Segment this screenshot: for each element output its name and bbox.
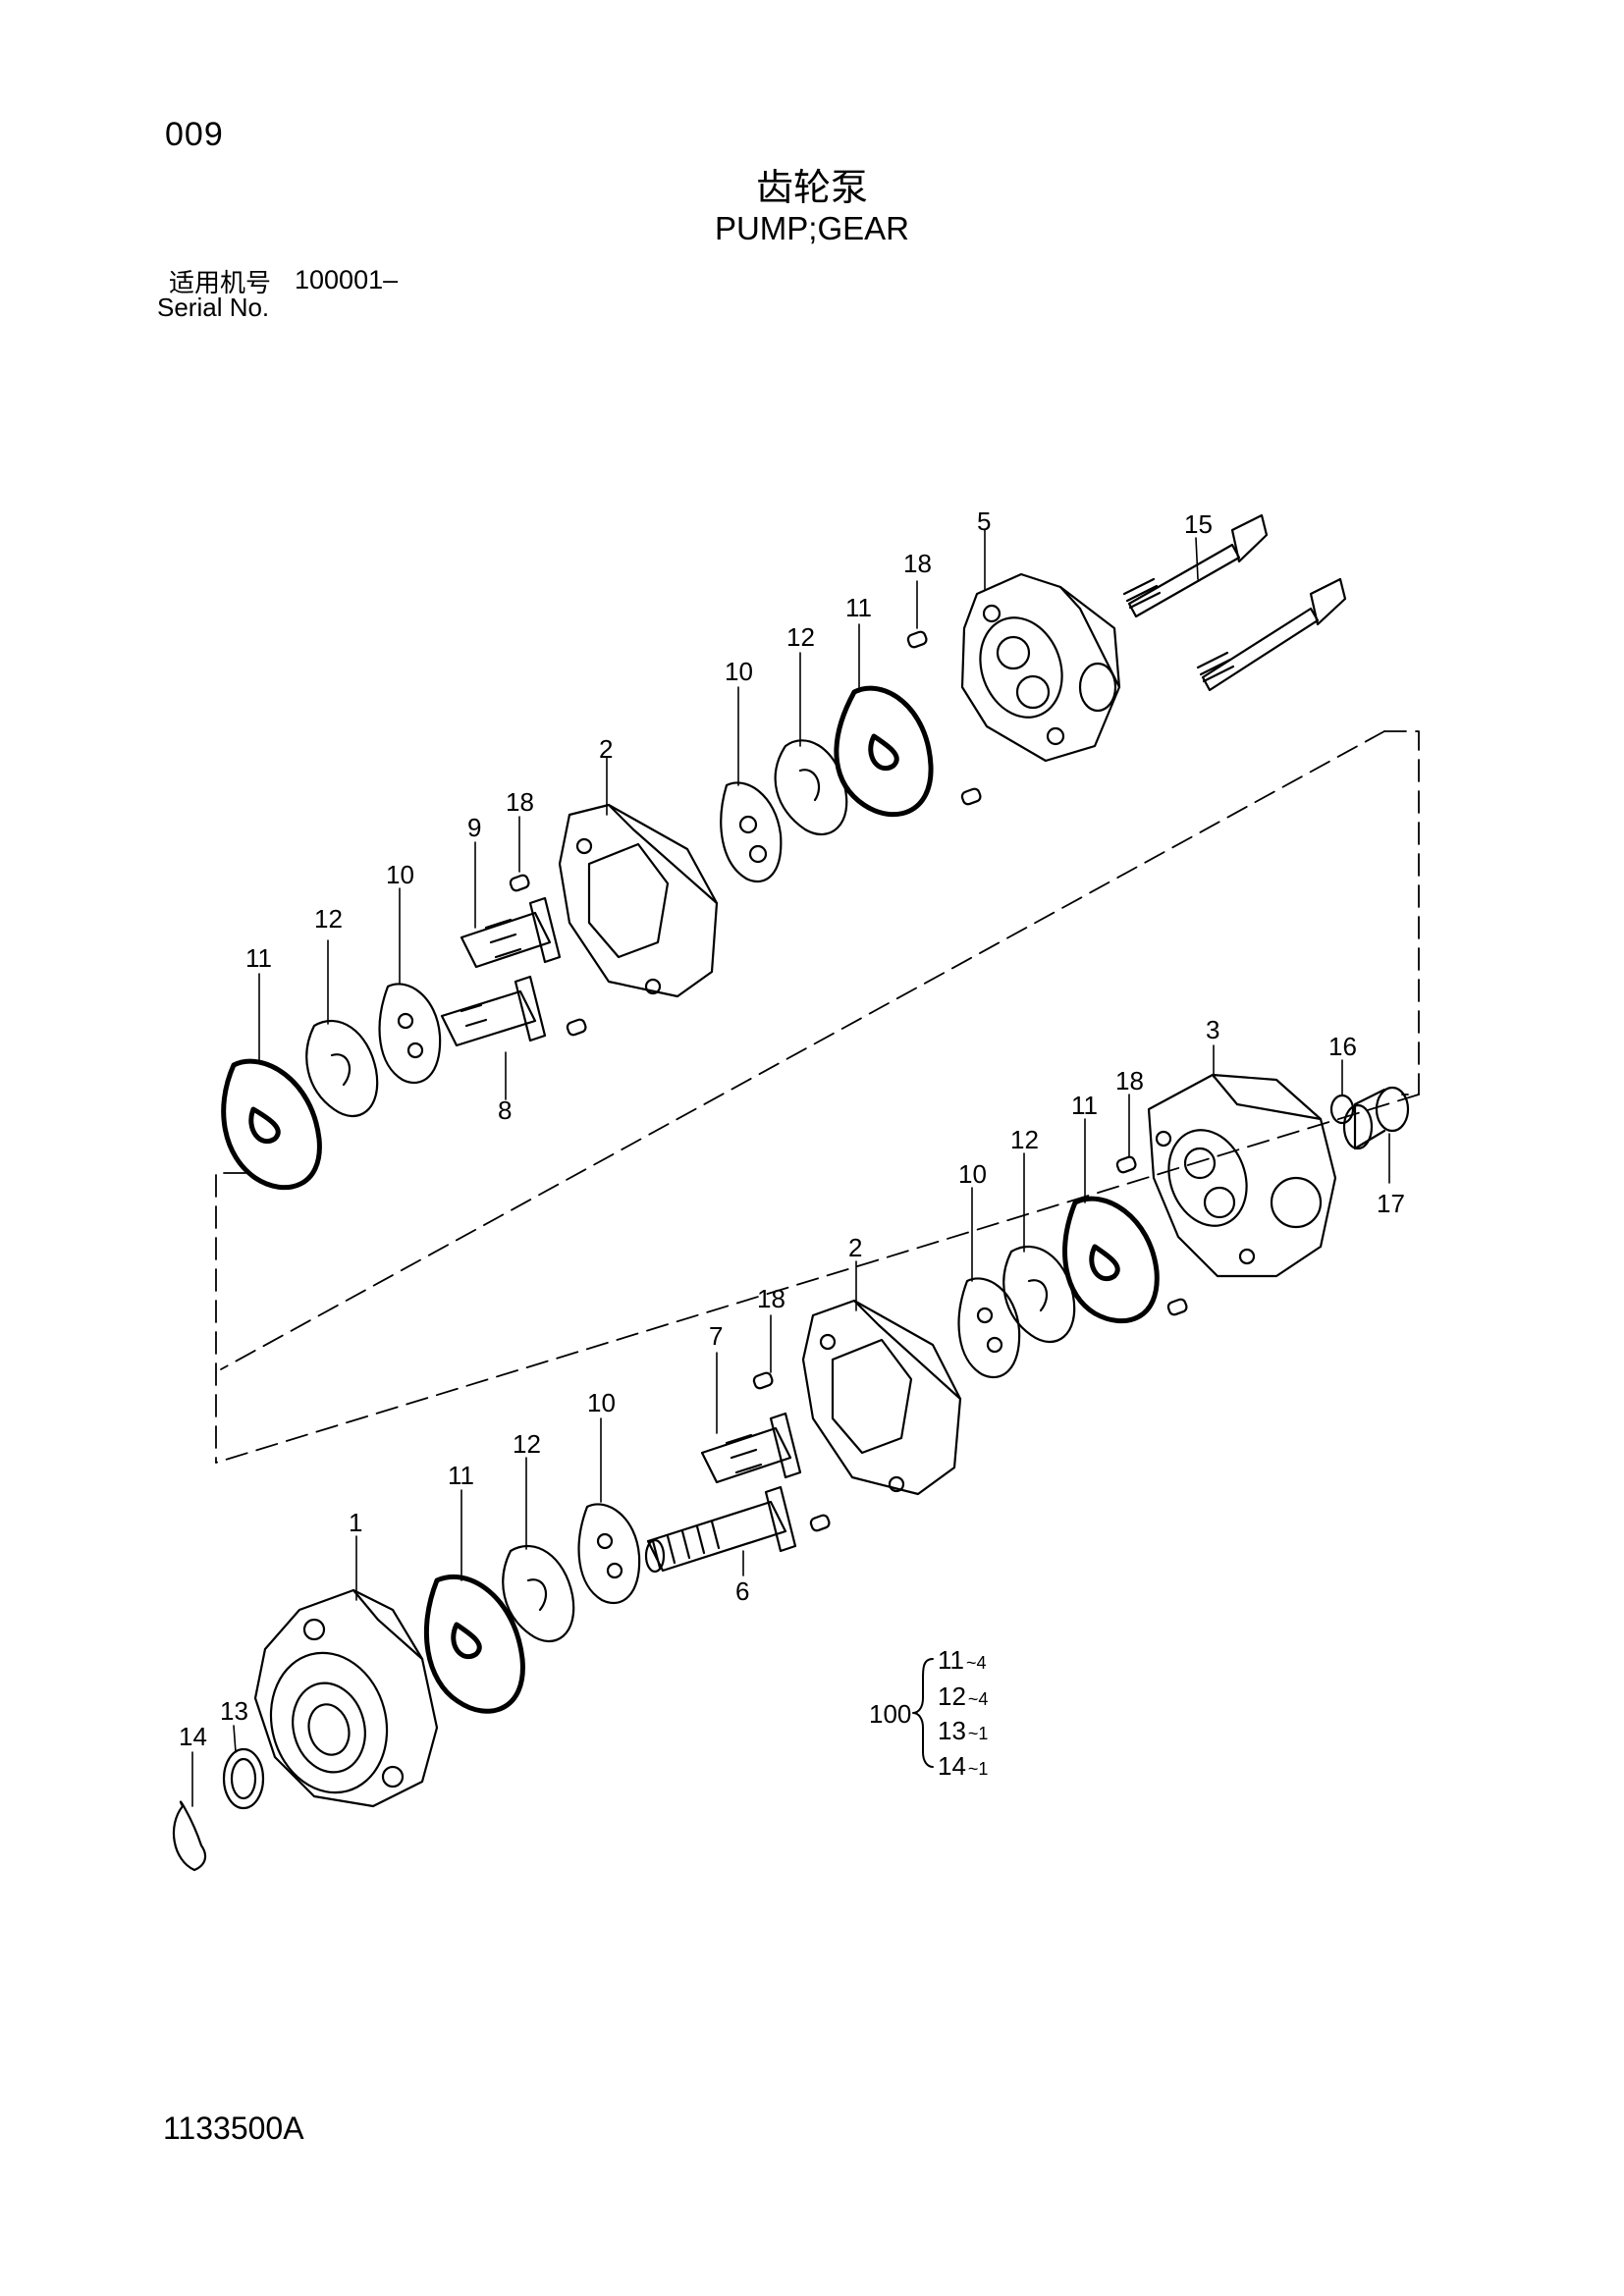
plate-hole (976, 1307, 994, 1324)
plate-hole (406, 1041, 424, 1059)
kit-item: 12~4 (938, 1682, 988, 1711)
seal-part-11-top-right (834, 685, 934, 818)
label-18: 18 (506, 787, 534, 817)
plate-hole (748, 844, 768, 864)
gasket-part-12-mid-left (502, 1545, 575, 1643)
document-code: 1133500A (163, 2110, 304, 2146)
label-10: 10 (587, 1388, 616, 1417)
gasket-part-12-top-left (305, 1020, 379, 1118)
label-18: 18 (1115, 1066, 1144, 1095)
dowel-pin-part-18-top (906, 630, 982, 806)
leader-lines (191, 529, 1390, 1807)
label-18: 18 (757, 1284, 785, 1313)
label-11: 11 (845, 593, 872, 622)
label-10: 10 (958, 1159, 987, 1189)
page-title-cn: 齿轮泵 (755, 166, 868, 209)
assembly-guide-lines (215, 730, 1420, 1464)
label-12: 12 (786, 622, 815, 652)
label-18: 18 (903, 549, 932, 578)
gear-shaft-part-9 (460, 896, 562, 969)
part-labels: 15 5 18 11 12 10 2 18 9 10 12 11 8 3 16 … (179, 507, 1405, 1751)
label-9: 9 (467, 813, 481, 842)
plate-part-10-mid-right (957, 1277, 1021, 1379)
label-14: 14 (179, 1722, 207, 1751)
gear-shaft-part-7 (700, 1412, 802, 1484)
label-11: 11 (1071, 1091, 1098, 1120)
label-15: 15 (1184, 509, 1213, 539)
label-1: 1 (349, 1508, 362, 1537)
plate-part-10-top-right (720, 781, 783, 883)
seal-part-11-mid-right (1062, 1196, 1160, 1324)
dowel-pin-part-18-mid (509, 874, 587, 1037)
housing-part-3 (1147, 1073, 1337, 1278)
page-title-en: PUMP;GEAR (714, 210, 910, 246)
plate-hole (596, 1532, 614, 1550)
label-11: 11 (245, 943, 272, 973)
kit-item: 13~1 (938, 1716, 988, 1745)
label-10: 10 (725, 657, 753, 686)
drive-shaft-part-6 (644, 1485, 797, 1574)
label-2: 2 (848, 1233, 862, 1262)
label-7: 7 (709, 1321, 723, 1351)
label-12: 12 (513, 1429, 541, 1459)
serial-label-en: Serial No. (157, 293, 270, 322)
oil-seal-part-13 (222, 1747, 265, 1810)
page-number: 009 (165, 116, 224, 153)
label-2: 2 (599, 734, 613, 764)
plate-hole (738, 815, 758, 834)
kit-number: 100 (869, 1699, 911, 1729)
gear-shaft-part-8 (440, 975, 547, 1047)
kit-item: 14~1 (938, 1751, 988, 1781)
gear-body-part-2-mid (801, 1299, 962, 1496)
plate-hole (606, 1562, 623, 1579)
label-11: 11 (448, 1461, 474, 1490)
kit-item: 11~4 (938, 1645, 987, 1675)
dowel-pin-part-18-mid2 (752, 1371, 831, 1532)
label-8: 8 (498, 1095, 512, 1125)
dowel-pin-part-18-lower (1115, 1155, 1188, 1316)
kit-bracket (912, 1658, 934, 1768)
label-3: 3 (1206, 1015, 1219, 1044)
label-5: 5 (977, 507, 991, 536)
gear-body-part-2-top (558, 803, 719, 998)
rear-cover-part-5 (960, 572, 1121, 763)
seal-part-11-mid-left (423, 1574, 525, 1714)
plate-part-10-mid-left (577, 1503, 641, 1605)
bearing-part-17 (1342, 1086, 1410, 1150)
gasket-part-12-top-right (774, 739, 848, 835)
label-12: 12 (314, 904, 343, 934)
gasket-part-12-mid-right (1002, 1246, 1076, 1344)
seal-part-11-top-left (221, 1058, 322, 1191)
kit-list: 100 11~4 12~4 13~1 14~1 (869, 1645, 988, 1781)
snap-ring-part-14 (172, 1800, 207, 1872)
plate-hole (397, 1012, 414, 1030)
label-6: 6 (735, 1576, 749, 1606)
plate-hole (986, 1336, 1003, 1354)
label-17: 17 (1377, 1189, 1405, 1218)
label-10: 10 (386, 860, 414, 889)
label-16: 16 (1328, 1032, 1357, 1061)
front-cover-part-1 (253, 1588, 439, 1808)
plug-part-16 (1329, 1094, 1355, 1125)
label-13: 13 (220, 1696, 248, 1726)
plate-part-10-top-left (378, 983, 442, 1085)
serial-value: 100001– (295, 265, 399, 294)
serial-label-cn: 适用机号 (169, 269, 272, 298)
label-12: 12 (1010, 1125, 1039, 1154)
bolt-part-15 (1122, 513, 1347, 692)
